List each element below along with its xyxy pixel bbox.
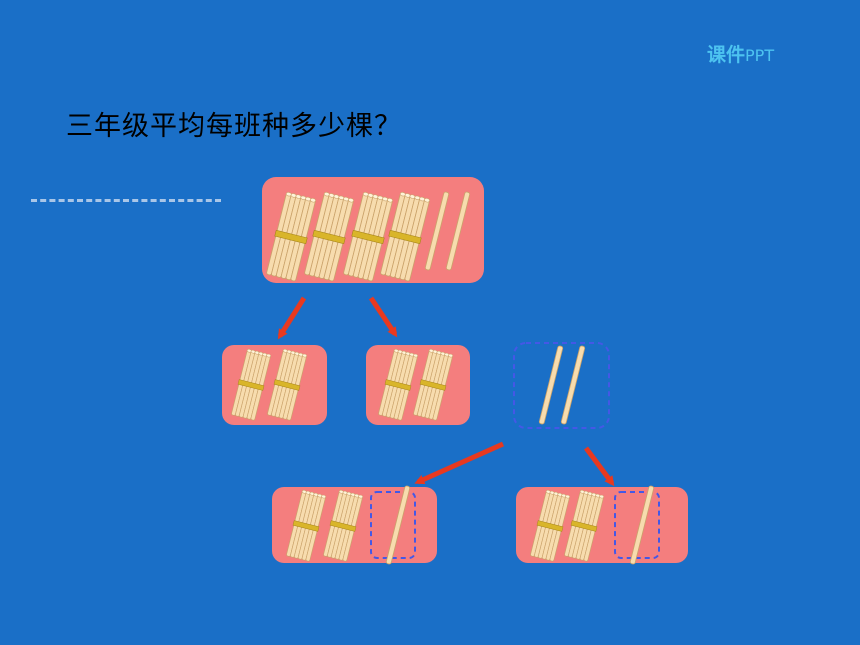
single-stick-remainder-1 xyxy=(538,345,564,425)
watermark-cn: 课件 xyxy=(707,44,746,66)
bundle-top-3 xyxy=(343,192,393,282)
bundle-top-1 xyxy=(266,192,316,282)
bundle-left-split-2 xyxy=(267,349,307,421)
dashed-box-bottom-right-single xyxy=(614,491,660,559)
bundle-bottom-left-2 xyxy=(323,490,363,562)
bundle-left-split-1 xyxy=(231,349,271,421)
arrow-top-to-right xyxy=(368,296,398,338)
bundle-top-4 xyxy=(380,192,430,282)
arrow-top-to-left xyxy=(277,296,307,340)
single-stick-top-1 xyxy=(424,191,450,271)
bundle-bottom-right-2 xyxy=(564,490,604,562)
bundle-bottom-left-1 xyxy=(286,490,326,562)
arrow-remainder-to-bottom-right xyxy=(583,446,615,487)
sticks-layer xyxy=(231,191,655,565)
dashed-box-bottom-left-single xyxy=(370,491,416,559)
bundle-right-split-2 xyxy=(413,349,453,421)
single-stick-bottom-right-1 xyxy=(629,485,655,565)
dashed-box-remainder xyxy=(513,342,610,429)
watermark: 课件PPT xyxy=(707,40,774,67)
single-stick-bottom-left-1 xyxy=(385,485,411,565)
single-stick-remainder-2 xyxy=(560,345,586,425)
bundle-top-2 xyxy=(304,192,354,282)
bundle-right-split-1 xyxy=(378,349,418,421)
question-text: 三年级平均每班种多少棵？ xyxy=(66,111,402,142)
bundle-bottom-right-1 xyxy=(530,490,570,562)
arrow-remainder-to-bottom-left xyxy=(414,441,505,485)
dashed-divider xyxy=(31,199,221,202)
watermark-en: PPT xyxy=(745,46,775,65)
single-stick-top-2 xyxy=(445,191,471,271)
